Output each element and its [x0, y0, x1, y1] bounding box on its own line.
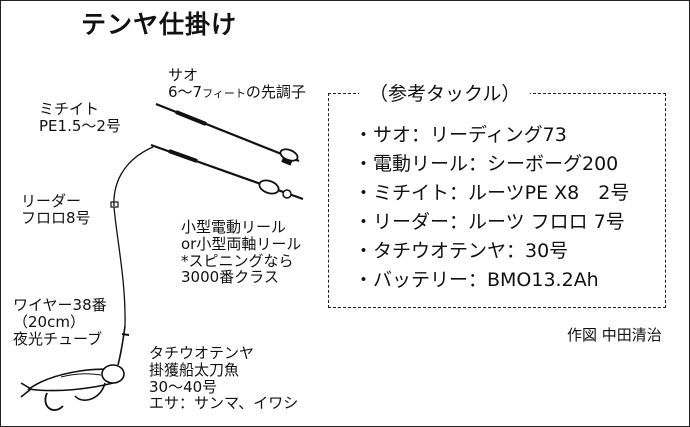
- rod-label-spec: 6〜7フィートの先調子: [168, 82, 306, 101]
- reel-label-line-2: or小型両軸リール: [181, 234, 302, 253]
- rod-label-name: サオ: [168, 66, 199, 84]
- lower-rod-reel: [258, 179, 280, 195]
- reel-label-line-1: 小型電動リール: [181, 218, 287, 236]
- lower-rod-reel-handle: [282, 189, 292, 199]
- wire-label-line-2: （20cm）: [13, 312, 85, 331]
- reference-item-tenya: ・タチウオテンヤ：30号: [354, 240, 569, 262]
- wire-label-line-1: ワイヤー38番: [13, 296, 107, 314]
- bait-fish-stripe: [60, 373, 102, 378]
- illustrator-credit: 作図 中田清治: [567, 326, 662, 344]
- upper-rod-guide-section: [175, 110, 207, 126]
- upper-rod-reel-seat: [281, 157, 293, 166]
- wire-swivel: [121, 333, 130, 336]
- mainline-label-name: ミチイト: [39, 100, 100, 118]
- mainline-label: ミチイト PE1.5〜2号: [39, 101, 121, 135]
- reel-label: 小型電動リール or小型両軸リール *スピニングなら 3000番クラス: [181, 219, 301, 286]
- reference-tackle-list: ・サオ：リーディング73 ・電動リール：シーボーグ200 ・ミチイト：ルーツPE…: [354, 121, 629, 295]
- leader-label: リーダー フロロ8号: [21, 193, 91, 227]
- rod-length-unit: フィート: [202, 86, 246, 100]
- reference-item-rod: ・サオ：リーディング73: [354, 124, 567, 146]
- reference-item-battery: ・バッテリー：BMO13.2Ah: [354, 269, 599, 291]
- leader-line: [113, 206, 126, 327]
- rod-action: の先調子: [245, 82, 306, 101]
- reference-item-mainline: ・ミチイト：ルーツPE X8 2号: [354, 182, 630, 204]
- tenya-label: タチウオテンヤ 掛獲船太刀魚 30〜40号 エサ：サンマ、イワシ: [149, 345, 298, 412]
- bait-fish-tail: [20, 382, 33, 398]
- page-title: テンヤ仕掛け: [81, 10, 238, 39]
- leader-label-name: リーダー: [21, 192, 82, 210]
- rod-length: 6〜7: [168, 82, 203, 101]
- tenya-label-line-2: 掛獲船太刀魚: [149, 360, 240, 379]
- tenya-label-line-1: タチウオテンヤ: [149, 344, 255, 362]
- tenya-label-line-4: エサ：サンマ、イワシ: [149, 394, 299, 413]
- reference-item-reel: ・電動リール：シーボーグ200: [354, 153, 619, 175]
- rod-label: サオ 6〜7フィートの先調子: [168, 67, 306, 101]
- reel-label-line-4: 3000番クラス: [181, 268, 279, 287]
- wire-label-line-3: 夜光チューブ: [13, 329, 103, 348]
- leader-label-spec: フロロ8号: [21, 208, 91, 227]
- mainline-label-spec: PE1.5〜2号: [39, 116, 121, 135]
- reel-label-line-3: *スピニングなら: [181, 251, 294, 270]
- tenya-hook-front: [74, 382, 106, 401]
- lower-rod-guide-section: [168, 149, 198, 163]
- tenya-hook: [44, 392, 64, 411]
- main-line: [113, 146, 154, 207]
- tenya-label-line-3: 30〜40号: [149, 377, 218, 396]
- reference-tackle-heading: （参考タックル）: [359, 79, 531, 106]
- tenya-head: [101, 364, 125, 384]
- reference-item-leader: ・リーダー：ルーツ フロロ 7号: [354, 211, 625, 233]
- wire-leader: [117, 325, 126, 366]
- wire-label: ワイヤー38番 （20cm） 夜光チューブ: [13, 297, 107, 347]
